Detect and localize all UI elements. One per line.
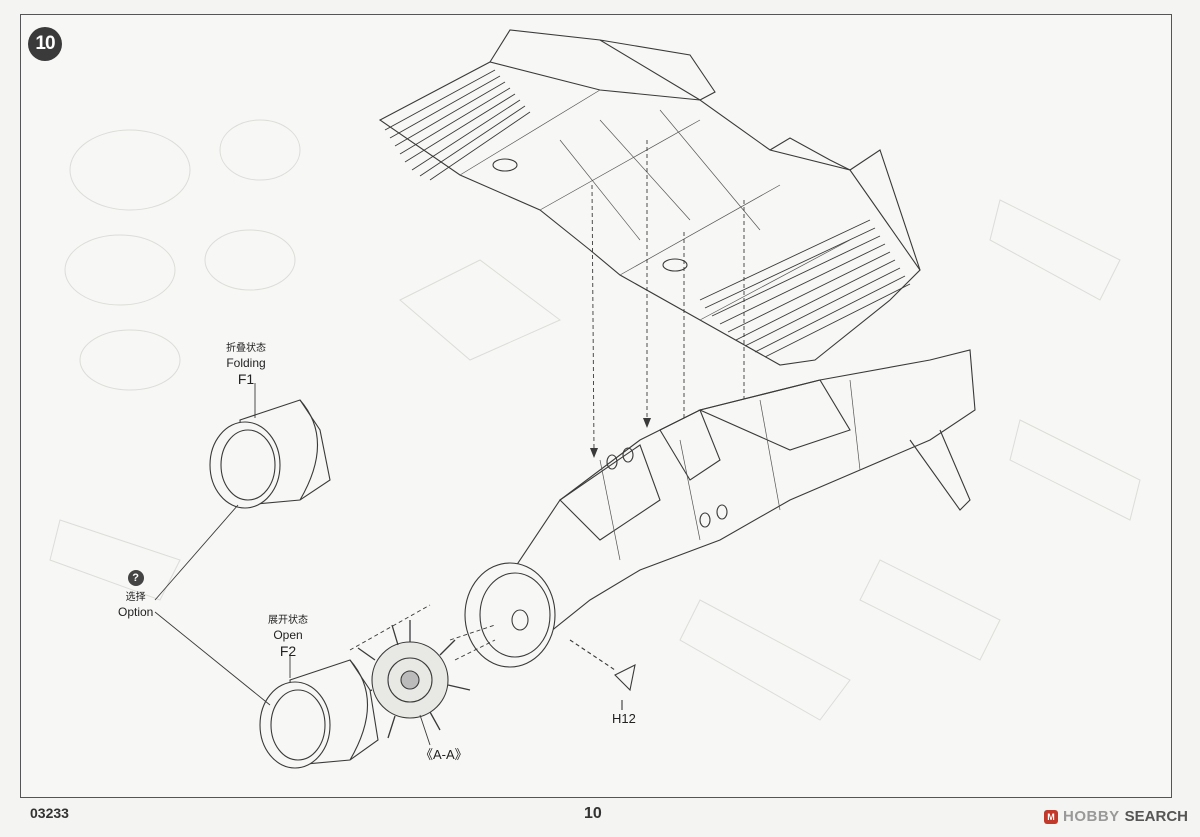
- open-part-code: F2: [279, 643, 297, 659]
- hobby-search-watermark: M HOBBY SEARCH: [1043, 808, 1188, 825]
- folded-wing: [378, 29, 921, 366]
- engine-guide-lines: [349, 604, 496, 661]
- folding-label: 折叠状态 Folding F1: [226, 340, 266, 386]
- hobby-search-logo-icon: M: [1043, 809, 1058, 824]
- background-ghost-art: [49, 119, 1141, 721]
- cowling-open-f2: [259, 659, 379, 769]
- cowling-folding-f1: [209, 399, 331, 509]
- option-connector-lines: [154, 383, 291, 706]
- folding-label-cn: 折叠状态: [226, 343, 266, 354]
- engine-label-leader: [419, 714, 431, 746]
- folding-part-code: F1: [237, 371, 255, 387]
- step-number-badge: 10: [28, 27, 62, 61]
- watermark-brand: HOBBY: [1062, 808, 1120, 825]
- watermark-text: SEARCH: [1124, 808, 1188, 825]
- fuselage: [499, 349, 976, 641]
- option-label-cn: 选择: [125, 592, 146, 603]
- option-label-en: Option: [118, 605, 154, 619]
- folding-label-en: Folding: [226, 356, 266, 370]
- nose-cowl-ring: [464, 562, 556, 668]
- radial-engine: [351, 620, 471, 739]
- open-label-cn: 展开状态: [268, 615, 308, 626]
- open-label-en: Open: [273, 628, 303, 642]
- part-h12-label: H12: [612, 711, 636, 726]
- open-label: 展开状态 Open F2: [268, 612, 308, 658]
- option-label: ? 选择 Option: [118, 570, 153, 619]
- engine-aa-label: 《A-A》: [420, 747, 468, 762]
- part-h12: [569, 639, 636, 710]
- step-number: 10: [35, 33, 55, 54]
- question-circle-icon: ?: [127, 570, 144, 586]
- product-code: 03233: [30, 805, 69, 821]
- page-number: 10: [584, 805, 602, 822]
